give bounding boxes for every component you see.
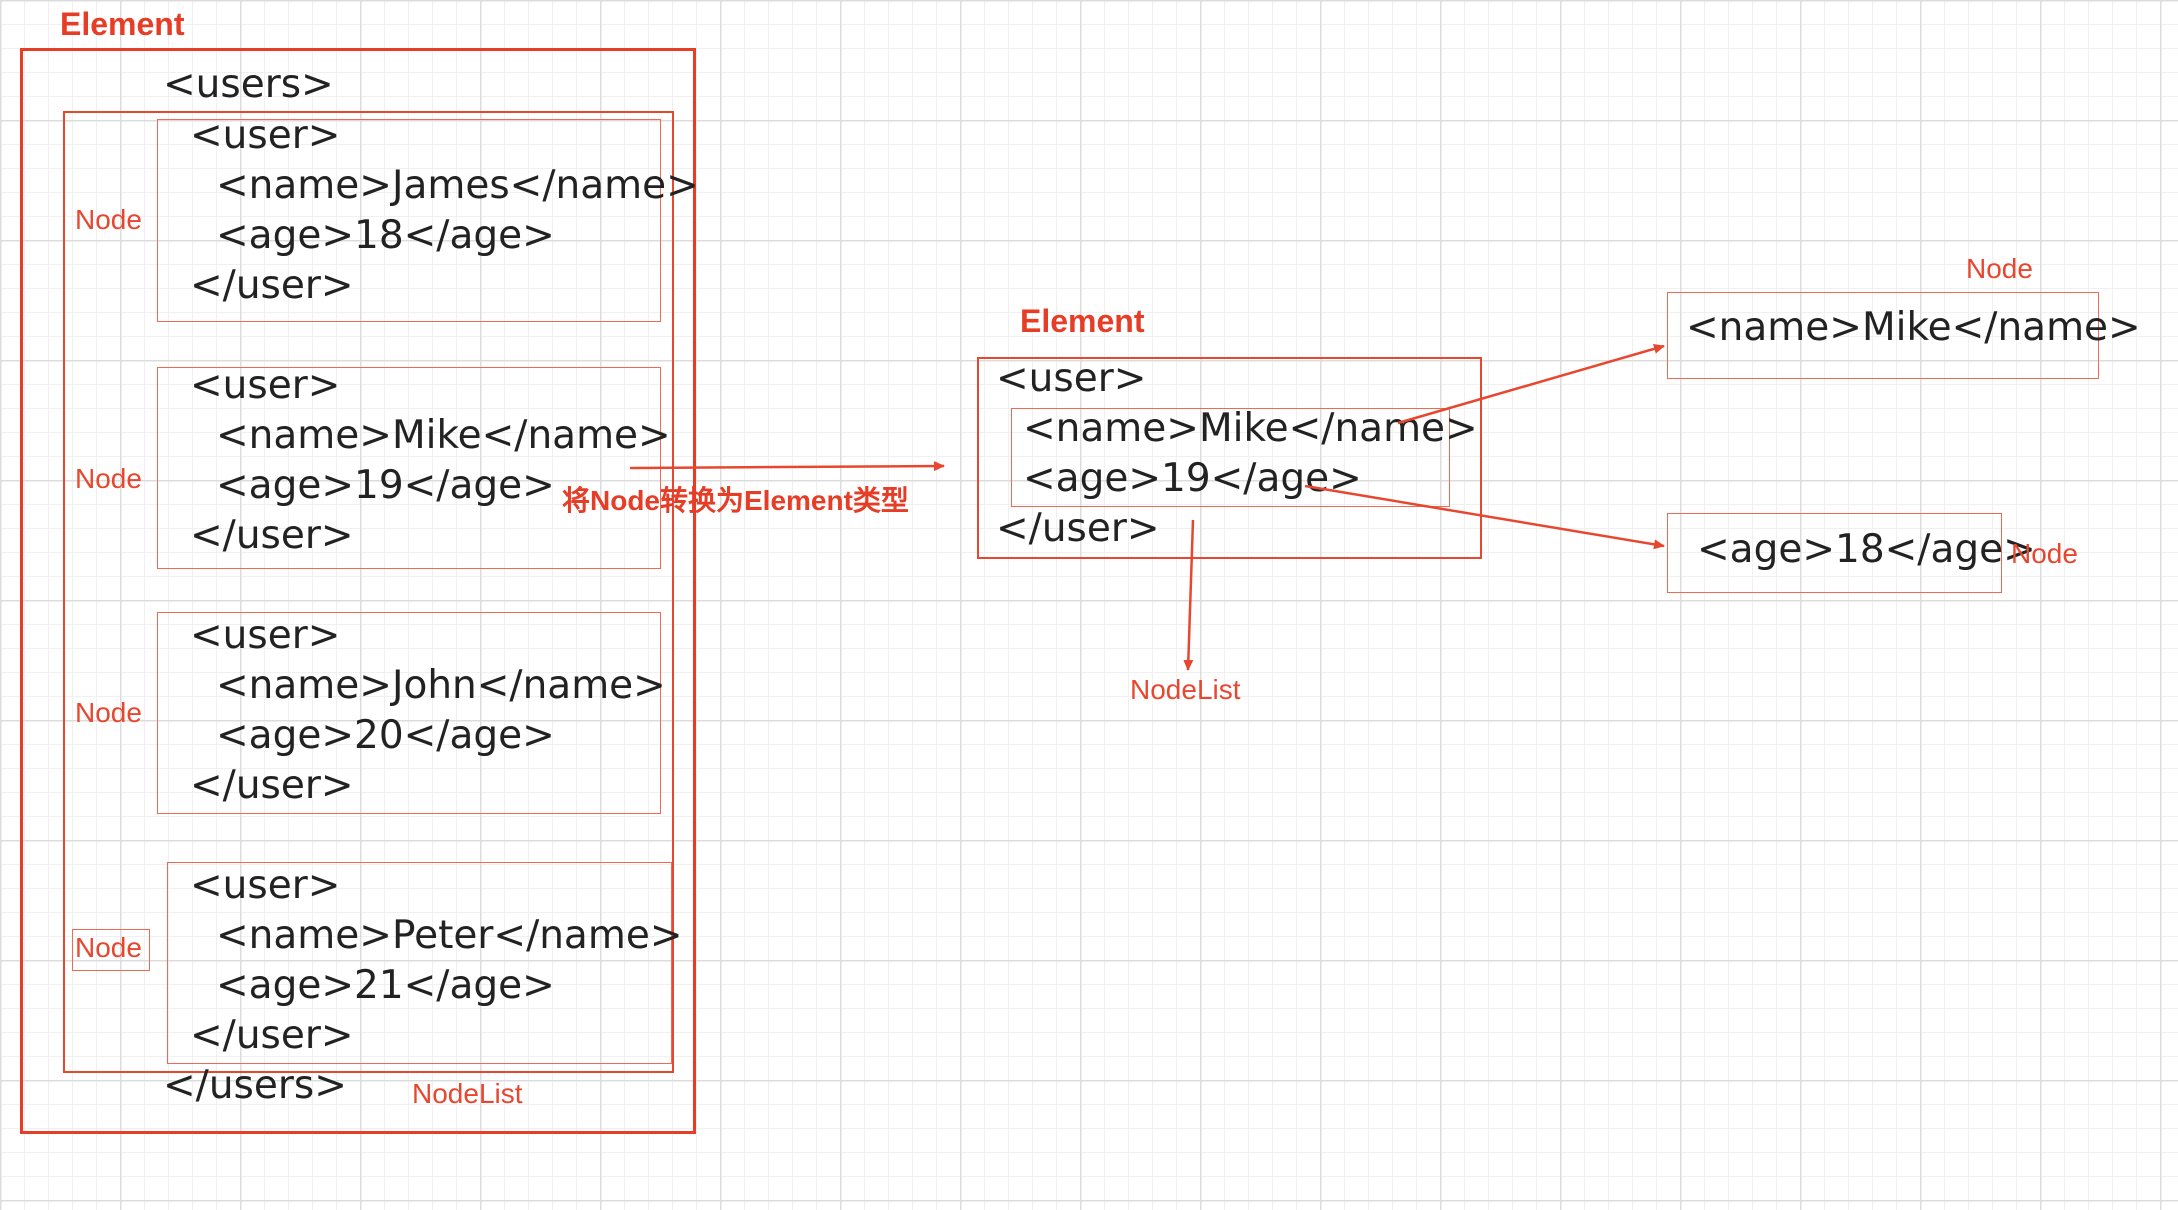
user-2-name: <name>Mike</name> [216,413,671,458]
node-label-2: Node [75,463,142,494]
user-4-age: <age>21</age> [216,963,555,1008]
age-node-text: <age>18</age> [1697,527,2036,572]
node-label-4-box [72,929,150,971]
node-label-3: Node [75,697,142,728]
middle-user-age: <age>19</age> [1023,456,1362,501]
nodelist-arrow [1183,519,1195,671]
user-4-open: <user> [190,863,341,908]
left-element-label: Element [60,6,185,42]
user-4-close: </user> [190,1013,354,1058]
conversion-arrow [629,461,945,472]
user-3-name: <name>John</name> [216,663,666,708]
user-4-name: <name>Peter</name> [216,913,683,958]
user-1-name: <name>James</name> [216,163,699,208]
user-3-open: <user> [190,613,341,658]
users-close-tag: </users> [163,1063,347,1108]
user-1-open: <user> [190,113,341,158]
middle-element-label: Element [1020,303,1145,339]
user-2-open: <user> [190,363,341,408]
middle-user-open: <user> [996,356,1147,401]
user-element-box [977,357,1482,559]
node-label-4: Node [75,932,142,963]
user-1-age: <age>18</age> [216,213,555,258]
user-node-box-3 [157,612,661,814]
users-element-box [20,48,696,1134]
user-3-age: <age>20</age> [216,713,555,758]
middle-user-name: <name>Mike</name> [1023,406,1478,451]
right-age-node-label: Node [2011,538,2078,569]
middle-nodelist-label: NodeList [1130,674,1241,705]
users-open-tag: <users> [163,62,334,107]
node-label-1: Node [75,204,142,235]
name-node-arrow [1397,343,1665,425]
left-nodelist-label: NodeList [412,1078,523,1109]
age-node-arrow [1304,484,1665,550]
user-2-close: </user> [190,513,354,558]
user-node-box-4 [167,862,672,1064]
user-1-close: </user> [190,263,354,308]
name-node-text: <name>Mike</name> [1686,305,2141,350]
users-nodelist-box [63,111,674,1073]
age-node-box [1667,513,2002,593]
user-3-close: </user> [190,763,354,808]
middle-user-close: </user> [996,506,1160,551]
name-node-box [1667,292,2099,379]
right-name-node-label: Node [1966,253,2033,284]
user-2-age: <age>19</age> [216,463,555,508]
user-children-box [1011,408,1450,507]
conversion-caption: 将Node转换为Element类型 [562,485,909,516]
user-node-box-1 [157,119,661,322]
